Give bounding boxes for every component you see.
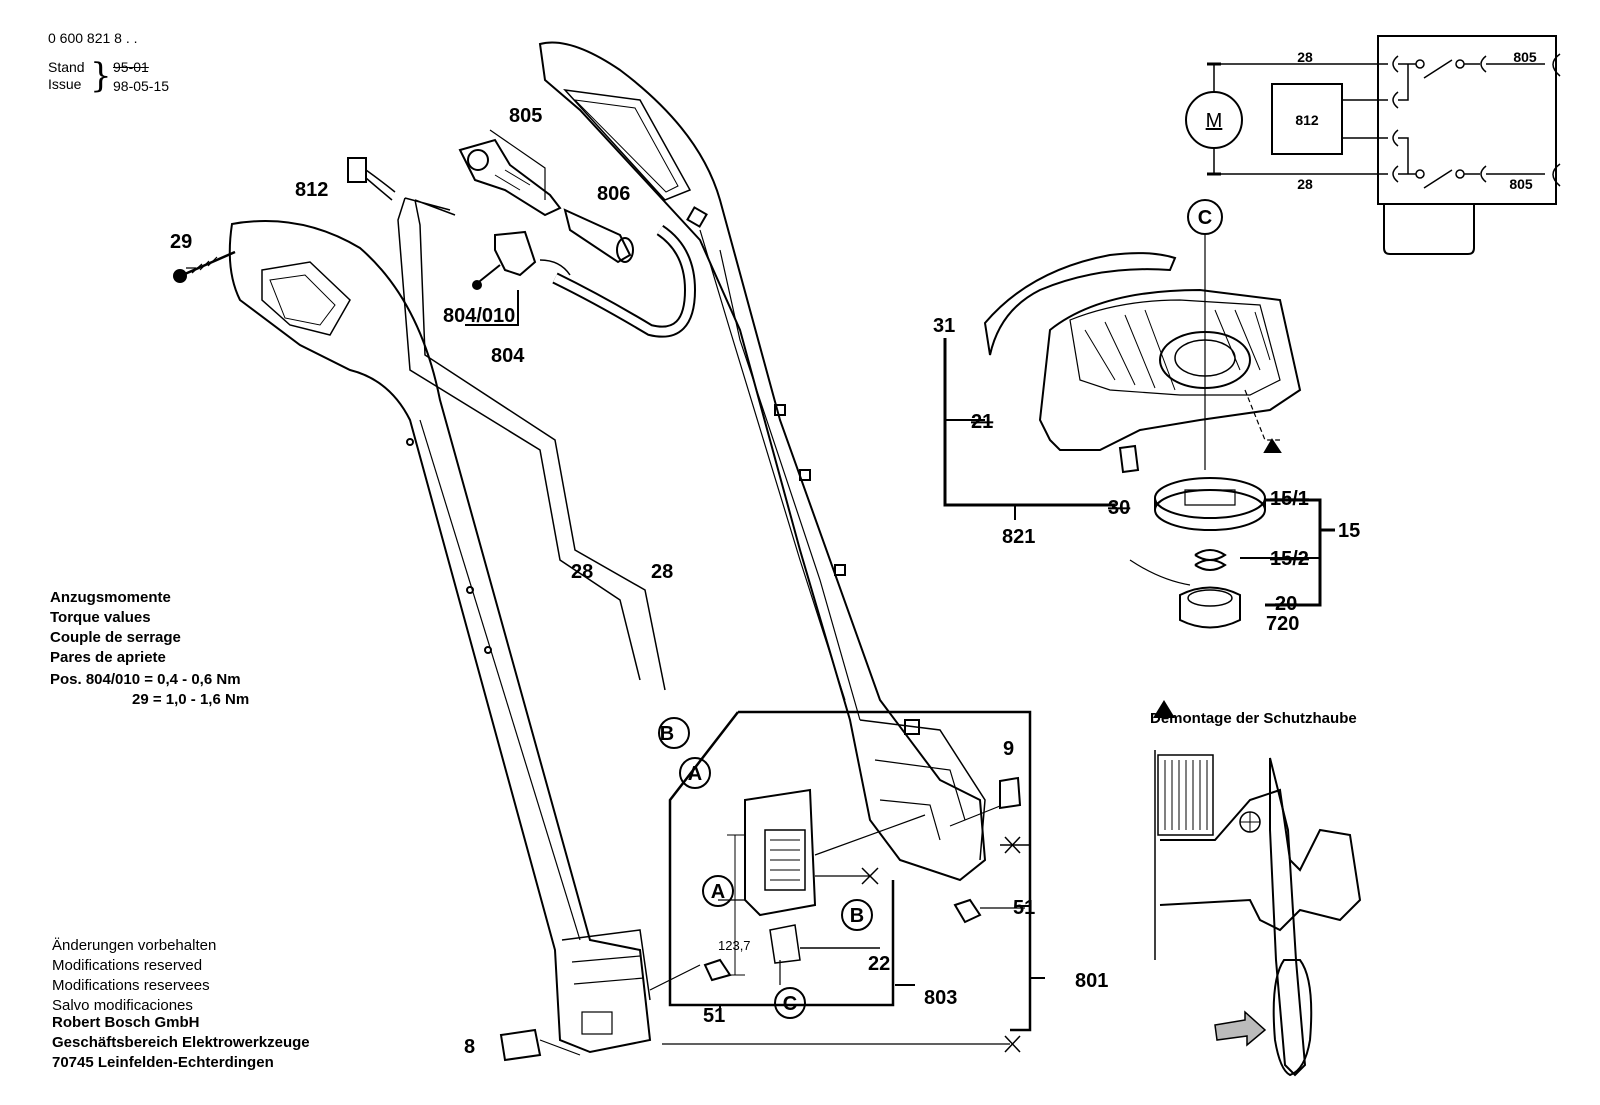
label-15-2: 15/2 bbox=[1270, 548, 1309, 570]
label-30: 30 bbox=[1108, 497, 1130, 519]
coiled-cable bbox=[552, 225, 697, 338]
screw-29 bbox=[173, 250, 236, 283]
strain-relief-806 bbox=[563, 208, 634, 264]
label-805: 805 bbox=[509, 105, 542, 127]
label-803: 803 bbox=[924, 987, 957, 1009]
label-C-motor: C bbox=[783, 993, 797, 1015]
label-31: 31 bbox=[933, 315, 955, 337]
modifications-line-2: Modifications reserved bbox=[52, 957, 203, 974]
label-9: 9 bbox=[1003, 738, 1014, 760]
label-812: 812 bbox=[295, 179, 328, 201]
modifications-line-1: Änderungen vorbehalten bbox=[52, 937, 217, 954]
old-date: 95-01 bbox=[113, 59, 149, 75]
label-15-1: 15/1 bbox=[1270, 488, 1309, 510]
label-22: 22 bbox=[868, 953, 890, 975]
torque-line-3: Couple de serrage bbox=[50, 629, 181, 646]
demontage-note: Demontage der Schutzhaube bbox=[1150, 710, 1357, 727]
stand-label: Stand bbox=[48, 59, 85, 75]
company-line-2: Geschäftsbereich Elektrowerkzeuge bbox=[52, 1034, 310, 1051]
issue-date: 98-05-15 bbox=[113, 78, 170, 94]
label-801: 801 bbox=[1075, 970, 1108, 992]
label-720: 720 bbox=[1266, 613, 1299, 635]
label-8: 8 bbox=[464, 1036, 475, 1058]
modifications-line-4: Salvo modificaciones bbox=[52, 997, 193, 1014]
label-C-guard: C bbox=[1198, 207, 1212, 229]
company-line-1: Robert Bosch GmbH bbox=[52, 1014, 200, 1031]
torque-line-4: Pares de apriete bbox=[50, 649, 166, 666]
issue-label: Issue bbox=[48, 76, 82, 92]
label-20: 20 bbox=[1275, 593, 1297, 615]
torque-line-2: Torque values bbox=[50, 609, 151, 626]
company-line-3: 70745 Leinfelden-Echterdingen bbox=[52, 1054, 274, 1071]
wiring-schematic bbox=[1185, 35, 1561, 255]
label-15: 15 bbox=[1338, 520, 1360, 542]
handle-tube-left bbox=[228, 220, 652, 1054]
label-804-010: 804/010 bbox=[443, 305, 515, 327]
torque-value-2: 29 = 1,0 - 1,6 Nm bbox=[132, 691, 250, 708]
switch-812 bbox=[347, 157, 396, 201]
cable-28 bbox=[397, 197, 666, 691]
torque-line-1: Anzugsmomente bbox=[50, 589, 171, 606]
label-806: 806 bbox=[597, 183, 630, 205]
guard-assembly bbox=[943, 235, 1335, 629]
motor-symbol-label: M bbox=[1206, 110, 1223, 132]
wire-top-label: 28 bbox=[1297, 49, 1313, 65]
label-28-right: 28 bbox=[651, 561, 673, 583]
motor-group-801 bbox=[668, 710, 1032, 1032]
label-29: 29 bbox=[170, 231, 192, 253]
label-21: 21 bbox=[971, 411, 993, 433]
plug-top-label: 805 bbox=[1513, 49, 1537, 65]
label-28-left: 28 bbox=[571, 561, 593, 583]
label-821: 821 bbox=[1002, 526, 1035, 548]
demontage-inset bbox=[1153, 700, 1362, 1077]
switch-box-label: 812 bbox=[1295, 112, 1319, 128]
label-804: 804 bbox=[491, 345, 525, 367]
brace-symbol: } bbox=[90, 56, 112, 96]
cover-8 bbox=[499, 1028, 542, 1062]
handle-tube-right bbox=[538, 41, 987, 882]
cover-9 bbox=[999, 776, 1022, 810]
label-51-right: 51 bbox=[1013, 897, 1035, 919]
switch-block-804 bbox=[465, 230, 571, 326]
label-B-cable: B bbox=[660, 723, 674, 745]
label-B-motor: B bbox=[850, 905, 864, 927]
wire-bottom-label: 28 bbox=[1297, 176, 1313, 192]
part-number: 0 600 821 8 . . bbox=[48, 30, 138, 46]
torque-value-1: Pos. 804/010 = 0,4 - 0,6 Nm bbox=[50, 671, 241, 688]
label-51-left: 51 bbox=[703, 1005, 725, 1027]
label-A-motor: A bbox=[711, 881, 725, 903]
dimension-label: 123,7 bbox=[718, 938, 751, 953]
modifications-line-3: Modifications reservees bbox=[52, 977, 210, 994]
label-A-cable: A bbox=[688, 763, 702, 785]
plug-bottom-label: 805 bbox=[1509, 176, 1533, 192]
plug-805 bbox=[458, 129, 562, 217]
